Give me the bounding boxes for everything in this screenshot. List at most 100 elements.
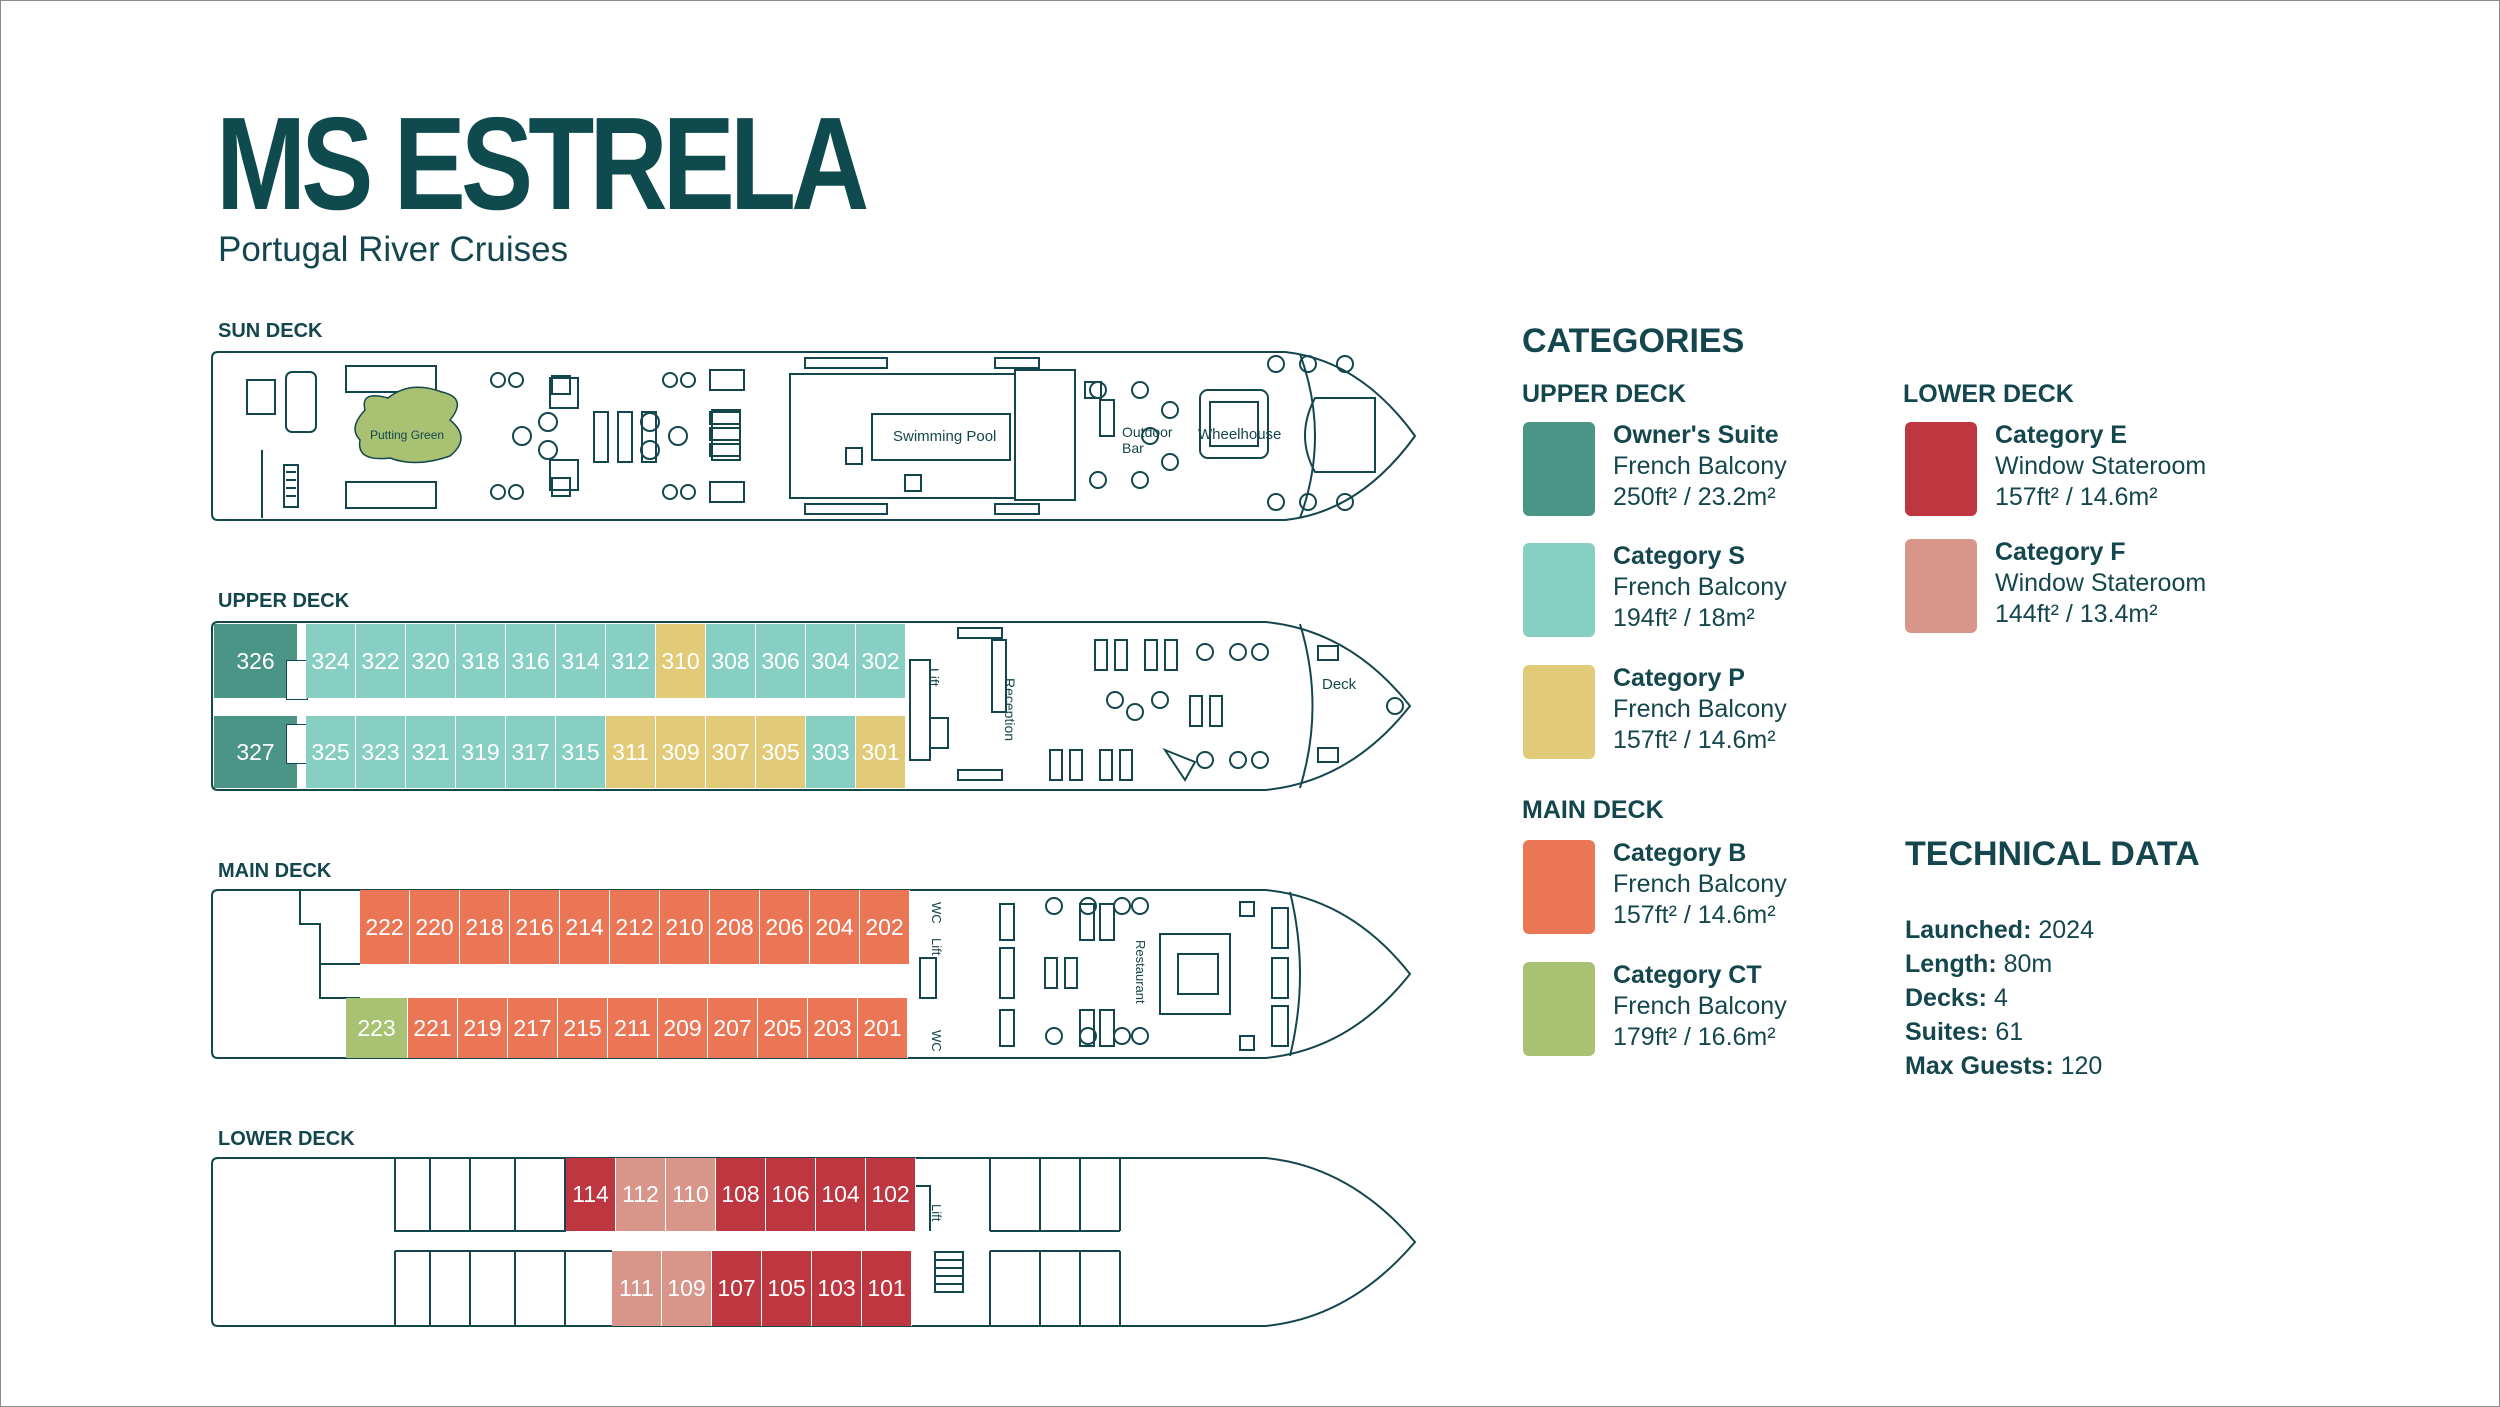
category-s-name: Category S [1613,542,1745,570]
cabin-316[interactable]: 316 [506,624,556,698]
tech-value: 2024 [2038,916,2094,944]
category-s-size: 194ft² / 18m² [1613,604,1755,632]
cabin-221[interactable]: 221 [408,998,458,1058]
category-f-size: 144ft² / 13.4m² [1995,600,2158,628]
cabin-101[interactable]: 101 [862,1251,912,1326]
owners-suite-size: 250ft² / 23.2m² [1613,483,1776,511]
cabin-109[interactable]: 109 [662,1251,712,1326]
cabin-104[interactable]: 104 [816,1158,866,1231]
cabin-319[interactable]: 319 [456,716,506,788]
upper-lift-label: Lift [926,668,942,687]
cabin-321[interactable]: 321 [406,716,456,788]
cabin-307[interactable]: 307 [706,716,756,788]
legend-owners-suite: Owner's Suite French Balcony 250ft² / 23… [1613,420,1787,513]
owners-suite-type: French Balcony [1613,452,1787,480]
cabin-105[interactable]: 105 [762,1251,812,1326]
category-b-type: French Balcony [1613,870,1787,898]
cabin-323[interactable]: 323 [356,716,406,788]
cabin-114[interactable]: 114 [566,1158,616,1231]
upper-deck-hull [211,621,1412,791]
category-ct-type: French Balcony [1613,992,1787,1020]
cabin-322[interactable]: 322 [356,624,406,698]
cabin-309[interactable]: 309 [656,716,706,788]
cabin-222[interactable]: 222 [360,890,410,964]
category-e-size: 157ft² / 14.6m² [1995,483,2158,511]
legend-upper-deck-heading: UPPER DECK [1522,380,1686,408]
cabin-208[interactable]: 208 [710,890,760,964]
cabin-317[interactable]: 317 [506,716,556,788]
cabin-305[interactable]: 305 [756,716,806,788]
cabin-111[interactable]: 111 [612,1251,662,1326]
cabin-308[interactable]: 308 [706,624,756,698]
category-b-name: Category B [1613,839,1747,867]
cabin-312[interactable]: 312 [606,624,656,698]
stair-upper-top [286,660,308,700]
category-p-size: 157ft² / 14.6m² [1613,726,1776,754]
cabin-315[interactable]: 315 [556,716,606,788]
putting-green-label: Putting Green [370,428,445,442]
tech-key: Suites: [1905,1018,1989,1046]
category-f-type: Window Stateroom [1995,569,2207,597]
cabin-202[interactable]: 202 [860,890,910,964]
cabin-215[interactable]: 215 [558,998,608,1058]
swatch-category-e [1905,422,1977,516]
cabin-217[interactable]: 217 [508,998,558,1058]
cabin-219[interactable]: 219 [458,998,508,1058]
cabin-218[interactable]: 218 [460,890,510,964]
category-p-type: French Balcony [1613,695,1787,723]
cabin-318[interactable]: 318 [456,624,506,698]
category-e-name: Category E [1995,421,2127,449]
cabin-107[interactable]: 107 [712,1251,762,1326]
tech-key: Decks: [1905,984,1987,1012]
main-deck-hull [211,889,1412,1059]
tech-row-suites: Suites: 61 [1905,1015,2102,1049]
sun-deck-label: SUN DECK [218,320,323,342]
technical-data-heading: TECHNICAL DATA [1905,835,2200,873]
cabin-324[interactable]: 324 [306,624,356,698]
cabin-306[interactable]: 306 [756,624,806,698]
cabin-102[interactable]: 102 [866,1158,916,1231]
cabin-110[interactable]: 110 [666,1158,716,1231]
cabin-325[interactable]: 325 [306,716,356,788]
cabin-112[interactable]: 112 [616,1158,666,1231]
cabin-311[interactable]: 311 [606,716,656,788]
tech-row-decks: Decks: 4 [1905,981,2102,1015]
cabin-320[interactable]: 320 [406,624,456,698]
cabin-106[interactable]: 106 [766,1158,816,1231]
tech-row-max-guests: Max Guests: 120 [1905,1049,2102,1083]
tech-key: Max Guests: [1905,1052,2054,1080]
cabin-108[interactable]: 108 [716,1158,766,1231]
legend-category-p: Category P French Balcony 157ft² / 14.6m… [1613,663,1787,756]
tech-value: 120 [2060,1052,2103,1080]
cabin-206[interactable]: 206 [760,890,810,964]
cabin-211[interactable]: 211 [608,998,658,1058]
category-f-name: Category F [1995,538,2126,566]
upper-deck-area-label: Deck [1322,676,1357,693]
cabin-212[interactable]: 212 [610,890,660,964]
cabin-205[interactable]: 205 [758,998,808,1058]
cabin-203[interactable]: 203 [808,998,858,1058]
cabin-303[interactable]: 303 [806,716,856,788]
cabin-209[interactable]: 209 [658,998,708,1058]
cabin-314[interactable]: 314 [556,624,606,698]
cabin-210[interactable]: 210 [660,890,710,964]
cabin-301[interactable]: 301 [856,716,906,788]
cabin-207[interactable]: 207 [708,998,758,1058]
cabin-223[interactable]: 223 [346,998,408,1058]
cabin-220[interactable]: 220 [410,890,460,964]
cabin-103[interactable]: 103 [812,1251,862,1326]
cabin-201[interactable]: 201 [858,998,908,1058]
cabin-204[interactable]: 204 [810,890,860,964]
lower-lift-label: Lift [929,1204,944,1222]
lower-deck-label: LOWER DECK [218,1128,355,1150]
cabin-216[interactable]: 216 [510,890,560,964]
cabin-304[interactable]: 304 [806,624,856,698]
tech-value: 4 [1993,984,2008,1012]
cabin-302[interactable]: 302 [856,624,906,698]
restaurant-label: Restaurant [1133,940,1148,1004]
cabin-214[interactable]: 214 [560,890,610,964]
category-b-size: 157ft² / 14.6m² [1613,901,1776,929]
cabin-310[interactable]: 310 [656,624,706,698]
